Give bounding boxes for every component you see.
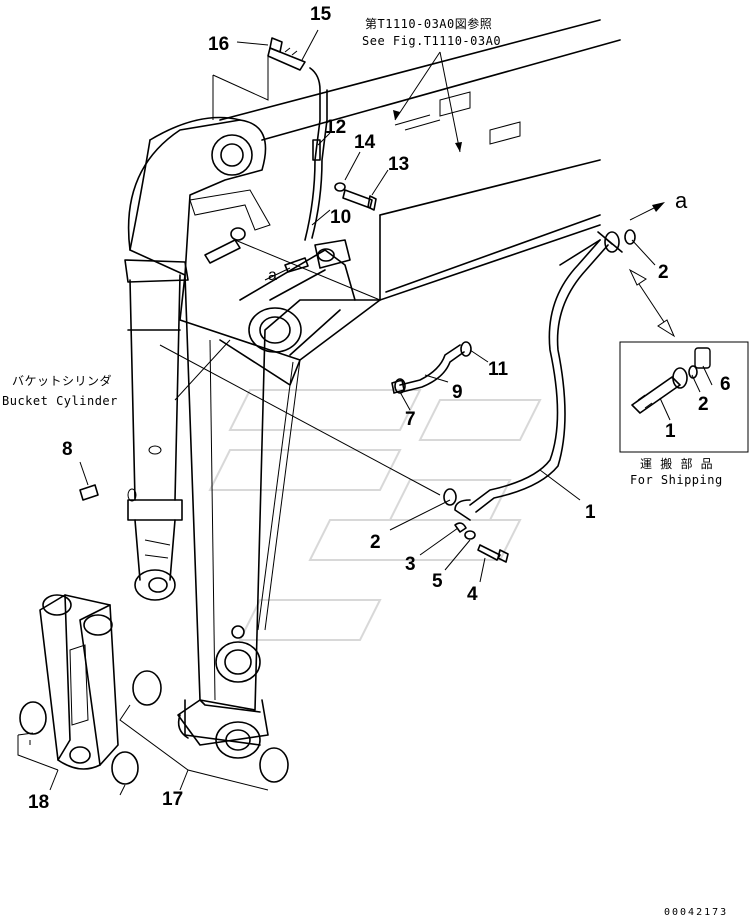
bucket-cylinder-en: Bucket Cylinder (2, 394, 118, 408)
callout-17: 17 (162, 789, 183, 810)
callout-3: 3 (405, 554, 416, 575)
double-arrow (628, 268, 676, 338)
bucket-cylinder (124, 259, 189, 601)
shipping-inset (619, 341, 749, 453)
callout-11: 11 (488, 359, 509, 380)
inset-callout-2: 2 (698, 394, 709, 415)
view-a-mark: a (268, 267, 277, 284)
inset-callout-1: 1 (665, 421, 676, 442)
watermark-logo (208, 389, 542, 641)
arm-top-linkage (239, 239, 356, 356)
o-rings (19, 670, 289, 785)
see-fig-jp: 第T1110-03A0図参照 (365, 16, 492, 31)
view-a-label: a (675, 188, 688, 213)
callout-13: 13 (388, 154, 409, 175)
callout-8: 8 (62, 439, 73, 460)
callout-16: 16 (208, 34, 229, 55)
callout-14: 14 (354, 132, 376, 153)
callout-7: 7 (405, 409, 416, 430)
callout-5: 5 (432, 571, 443, 592)
callout-10: 10 (330, 207, 351, 228)
inset-labels: 1 2 6 運 搬 部 品 For Shipping (630, 374, 731, 487)
inset-caption-jp: 運 搬 部 品 (640, 456, 713, 471)
view-arrows (264, 202, 665, 281)
callout-labels: 15 16 12 14 13 10 11 9 7 8 1 2 3 5 4 2 1… (28, 4, 688, 813)
fittings-and-bolts (79, 37, 509, 563)
drawing-number: 00042173 (664, 907, 728, 918)
callout-1: 1 (585, 502, 596, 523)
callout-2: 2 (370, 532, 381, 553)
arm (127, 116, 381, 759)
callout-18: 18 (28, 792, 49, 813)
callout-9: 9 (452, 382, 463, 403)
hoses (267, 47, 636, 521)
see-fig-en: See Fig.T1110-03A0 (362, 34, 501, 48)
inset-caption-en: For Shipping (630, 473, 723, 487)
leader-lines (17, 29, 713, 796)
callout-2-hose-end: 2 (658, 262, 669, 283)
callout-4: 4 (467, 584, 478, 605)
bucket-cylinder-jp: バケットシリンダ (12, 373, 112, 388)
callout-15: 15 (310, 4, 332, 25)
callout-12: 12 (325, 117, 346, 138)
boom (219, 19, 621, 301)
inset-callout-6: 6 (720, 374, 731, 395)
notes: 第T1110-03A0図参照 See Fig.T1110-03A0 バケットシリ… (2, 16, 728, 918)
bucket-link (39, 594, 119, 770)
